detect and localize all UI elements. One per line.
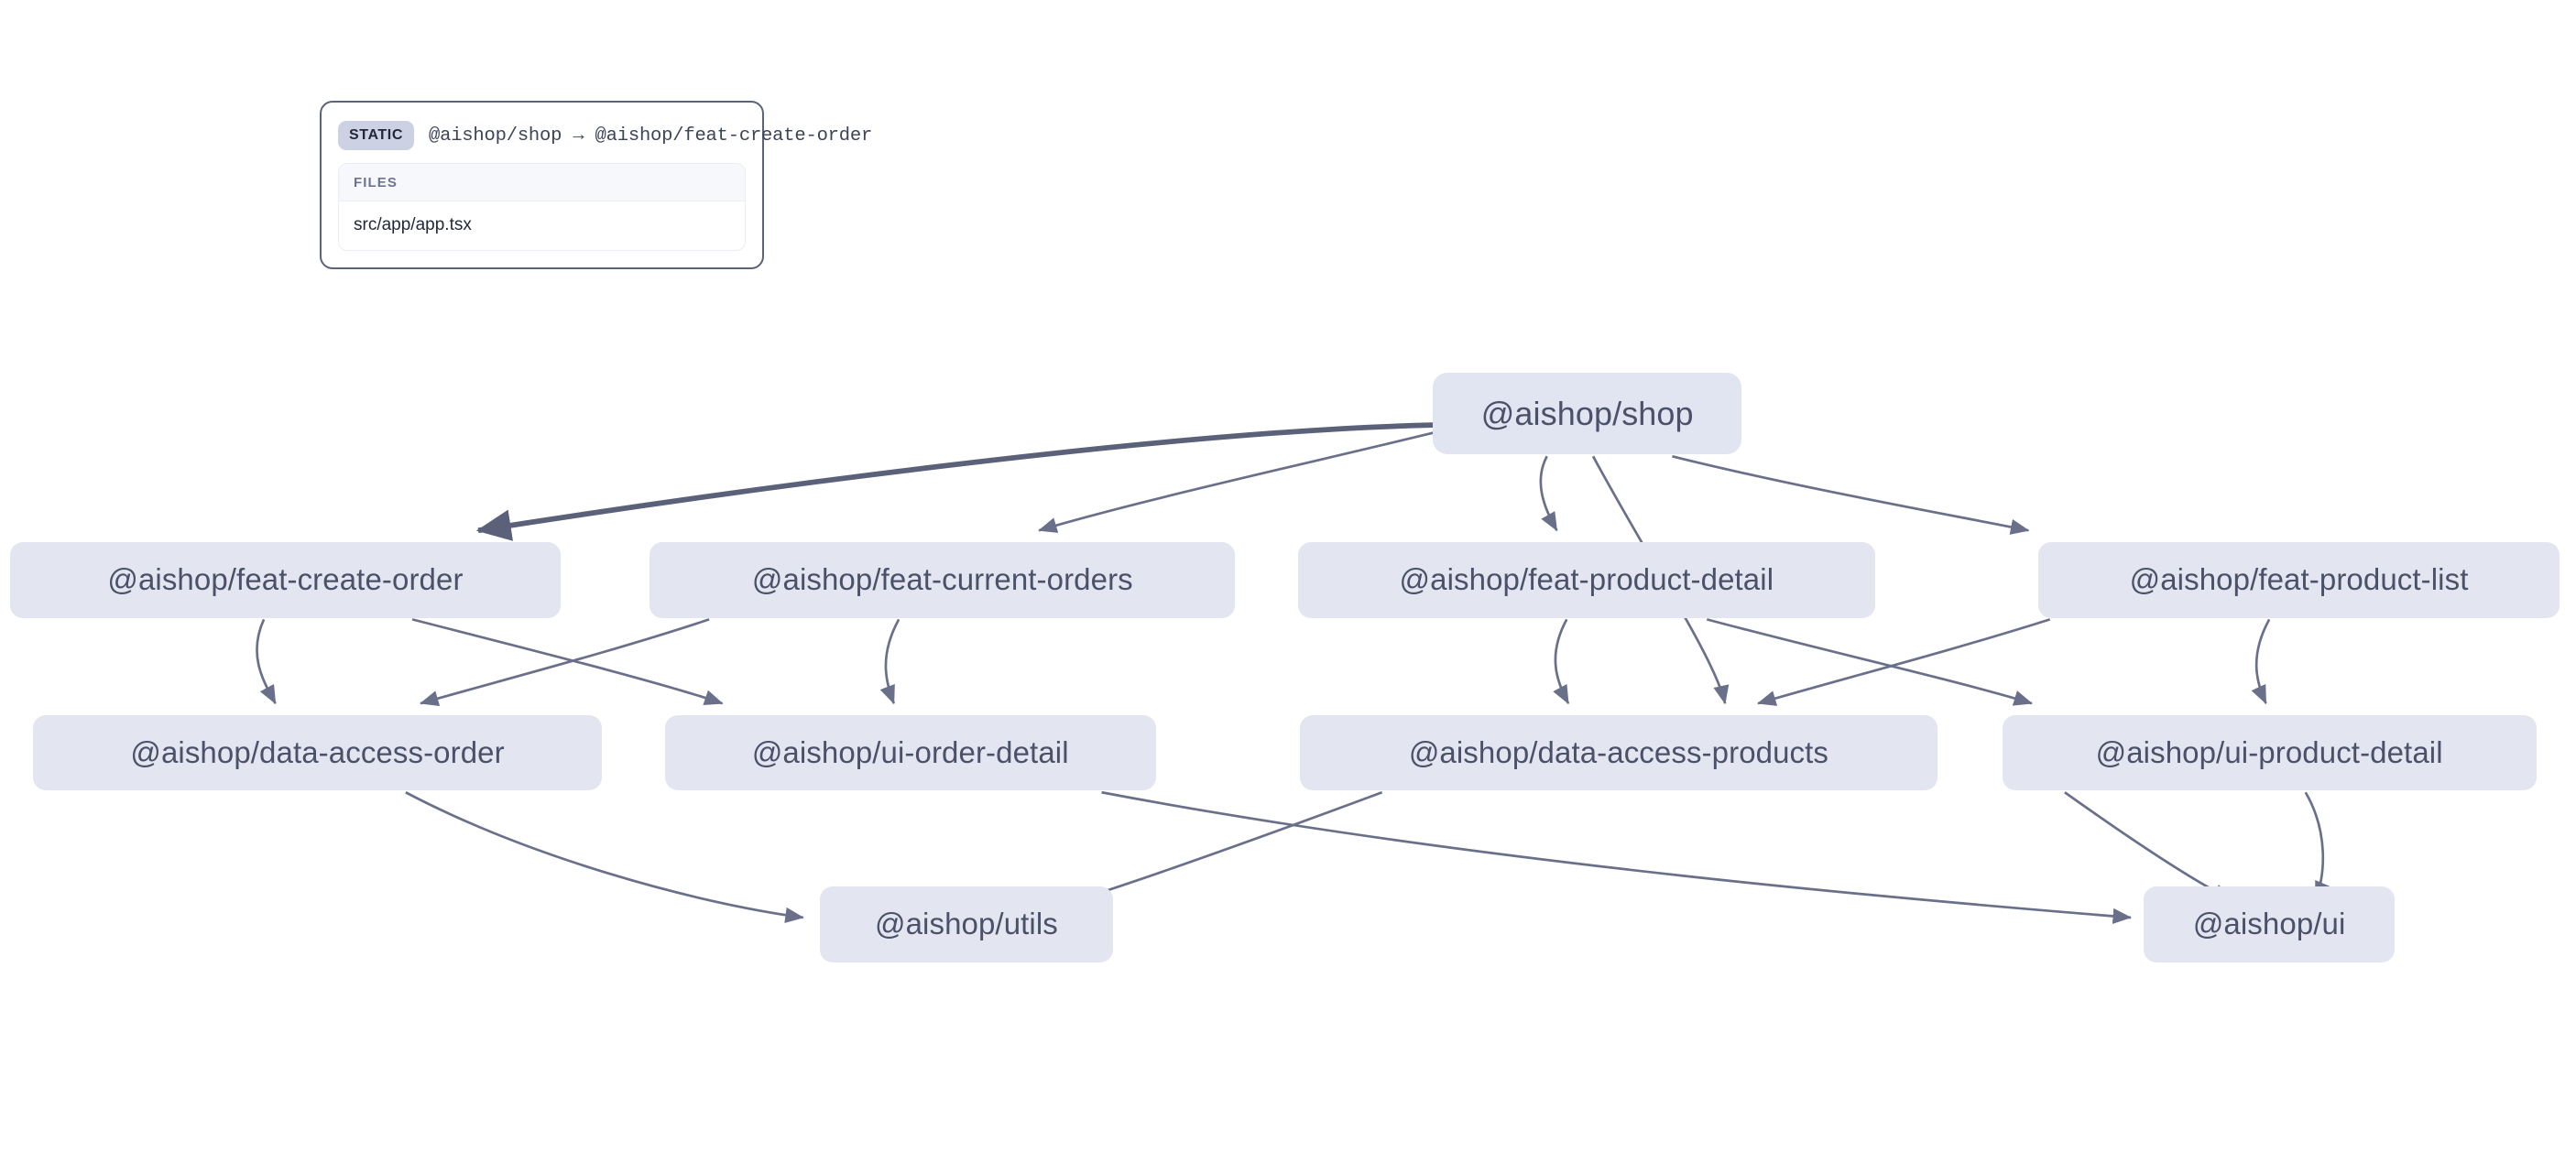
edge-ui-product-detail-ui (2304, 791, 2330, 901)
dependency-info-panel[interactable]: STATIC @aishop/shop → @aishop/feat-creat… (320, 101, 872, 269)
graph-node-utils[interactable]: @aishop/utils (819, 886, 1114, 962)
graph-node-shop[interactable]: @aishop/shop (1433, 372, 1742, 455)
edge-ui-order-detail-ui (1101, 790, 2133, 925)
file-row[interactable]: src/app/app.tsx (339, 201, 745, 250)
graph-node-feat-current-orders[interactable]: @aishop/feat-current-orders (649, 541, 1236, 618)
edge-feat-create-order-data-access-order (256, 618, 277, 705)
edge-feat-create-order-ui-order-detail (411, 618, 724, 706)
edge-feat-product-list-data-access-products (1757, 618, 2051, 706)
graph-node-feat-create-order[interactable]: @aishop/feat-create-order (9, 541, 562, 618)
graph-node-ui-product-detail[interactable]: @aishop/ui-product-detail (2002, 714, 2537, 791)
edge-feat-product-list-ui-product-detail (2251, 618, 2271, 705)
files-header-label: FILES (339, 164, 745, 201)
static-badge: STATIC (338, 121, 414, 150)
files-box: FILES src/app/app.tsx (338, 163, 746, 251)
graph-node-feat-product-list[interactable]: @aishop/feat-product-list (2038, 541, 2560, 618)
graph-node-ui[interactable]: @aishop/ui (2144, 886, 2395, 962)
graph-node-ui-order-detail[interactable]: @aishop/ui-order-detail (664, 714, 1156, 791)
graph-node-feat-product-detail[interactable]: @aishop/feat-product-detail (1297, 541, 1875, 618)
edge-feat-product-detail-data-access-products (1553, 618, 1570, 705)
edge-feat-current-orders-ui-order-detail (879, 618, 901, 705)
graph-node-data-access-products[interactable]: @aishop/data-access-products (1299, 714, 1938, 791)
panel-header: STATIC @aishop/shop → @aishop/feat-creat… (338, 117, 872, 163)
file-list: src/app/app.tsx (339, 201, 745, 250)
edge-feat-current-orders-data-access-order (420, 618, 710, 707)
dependency-title: @aishop/shop → @aishop/feat-create-order (429, 125, 873, 147)
edge-shop-feat-product-list (1672, 454, 2030, 535)
edge-data-access-products-utils (1067, 790, 1383, 906)
edge-shop-feat-current-orders (1038, 429, 1439, 533)
edge-data-access-order-utils (405, 791, 804, 923)
edge-ui-product-detail-ui-alt (2064, 791, 2232, 901)
edge-shop-feat-create-order (475, 422, 1434, 541)
edge-shop-feat-product-detail (1539, 455, 1558, 532)
graph-node-data-access-order[interactable]: @aishop/data-access-order (33, 714, 603, 791)
edge-feat-product-detail-ui-product-detail (1706, 618, 2033, 706)
